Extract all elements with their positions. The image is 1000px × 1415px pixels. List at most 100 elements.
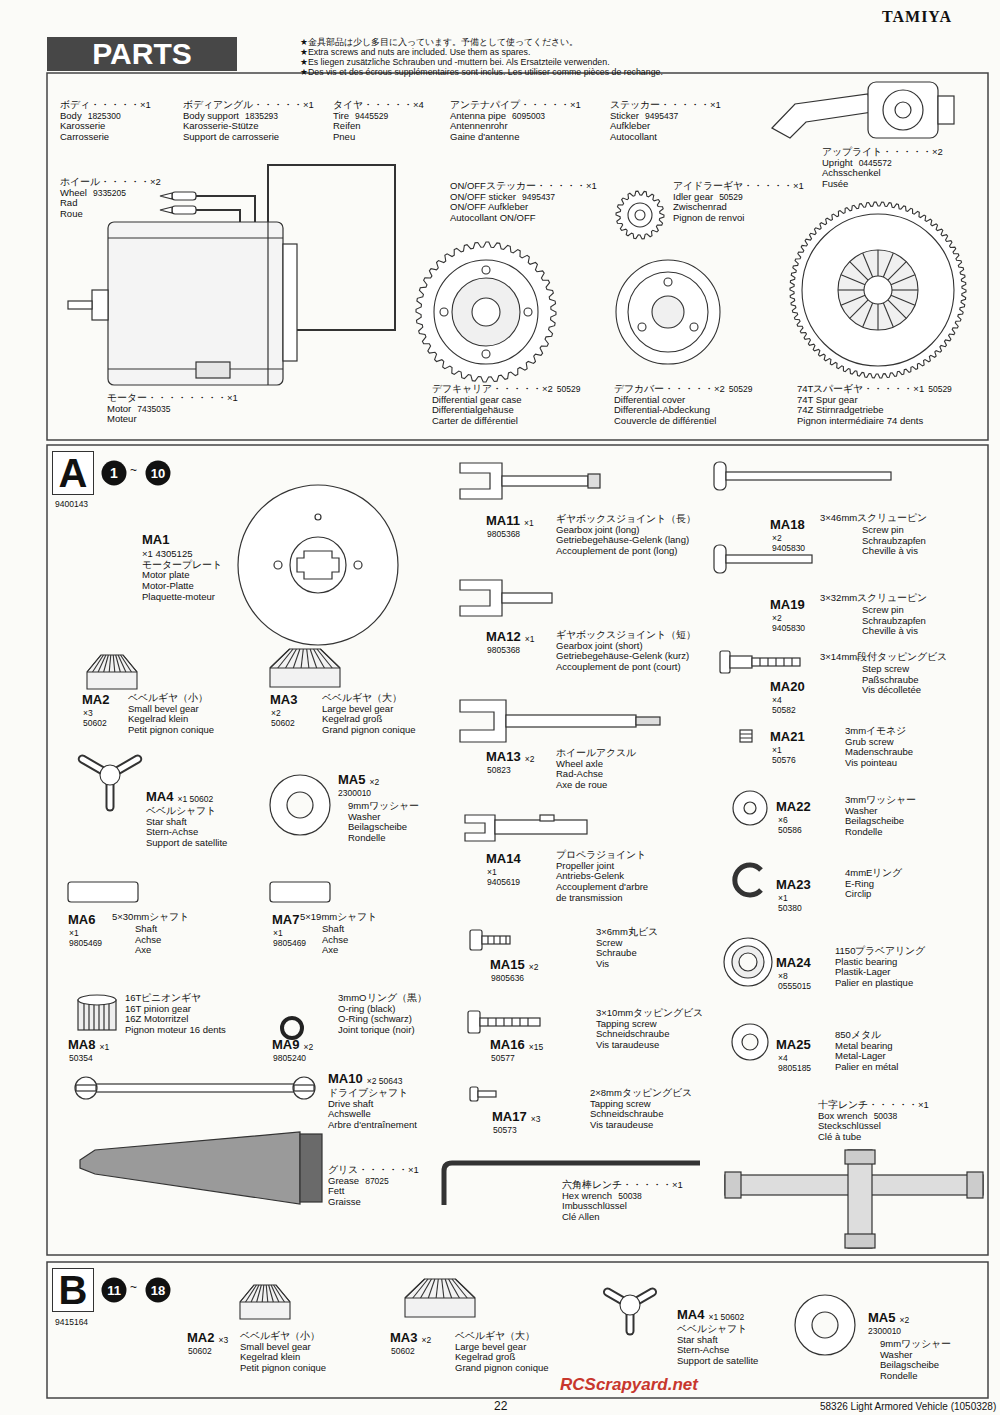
part-label: Reifen — [333, 121, 360, 131]
part-drawing — [290, 537, 346, 593]
part-label: Arbre d'entraînement — [328, 1120, 417, 1130]
part-label: Rad — [60, 198, 77, 208]
step-circle-shape — [102, 1278, 127, 1303]
part-label: Metal-Lager — [835, 1051, 886, 1061]
part-drawing — [472, 298, 500, 326]
part-label: プロペラジョイント — [556, 850, 646, 860]
part-label: ON/OFF sticker — [450, 192, 516, 202]
watermark: RCScrapyard.net — [560, 1376, 698, 1395]
part-drawing — [276, 1285, 290, 1302]
part-label: Getriebegehäuse-Gelenk (kurz) — [556, 651, 689, 661]
part-drawing — [482, 350, 490, 358]
part-drawing — [160, 193, 172, 199]
part-label: Rad-Achse — [556, 769, 603, 779]
part-drawing — [620, 1295, 640, 1315]
part-drawing — [84, 1004, 109, 1030]
part-label: Rondelle — [845, 827, 883, 837]
pinion-drawing — [78, 995, 116, 1030]
part-drawing — [742, 1034, 758, 1050]
part-label: Upright — [822, 158, 853, 168]
part-label: Palier en métal — [835, 1062, 898, 1072]
part-label: 50529 — [557, 385, 581, 394]
part-label: Achse — [322, 935, 348, 945]
part-label: 9335205 — [93, 189, 126, 198]
part-code: MA7 — [272, 913, 299, 927]
part-label: 58326 Light Armored Vehicle (1050328) — [820, 1401, 996, 1412]
part-drawing — [283, 244, 297, 361]
step-circle-shape — [102, 461, 127, 486]
part-label: Beilagscheibe — [880, 1360, 939, 1370]
part-drawing — [267, 222, 268, 385]
part-label: 50529 — [928, 385, 952, 394]
part-drawing — [172, 206, 196, 214]
part-drawing — [113, 655, 115, 672]
part-code: MA10 — [328, 1072, 363, 1086]
part-label: 十字レンチ・・・・・×1 — [818, 1100, 929, 1110]
part-drawing — [301, 649, 303, 668]
part-drawing — [838, 289, 864, 290]
part-label: 3×32mmスクリューピン — [820, 593, 927, 603]
part-label: 850メタル — [835, 1030, 881, 1040]
part-drawing — [802, 214, 954, 366]
part-drawing — [460, 463, 502, 499]
part-label: Body support — [183, 111, 239, 121]
part-code: MA5 — [338, 773, 365, 787]
heading-text: B — [59, 1270, 88, 1310]
step-number: 10 — [145, 460, 171, 486]
part-label: Star shaft — [677, 1335, 718, 1345]
part-label: 9805469 — [273, 939, 306, 948]
part-label: 50529 — [729, 385, 753, 394]
part-drawing — [616, 191, 664, 239]
part-label: 50573 — [493, 1126, 517, 1135]
part-drawing — [460, 580, 502, 616]
part-label: ×3 — [83, 709, 93, 718]
part-drawing — [160, 207, 172, 213]
part-label: Petit pignon conique — [240, 1363, 326, 1373]
part-drawing — [850, 300, 868, 318]
part-drawing — [68, 82, 983, 1355]
part-label: Axe de roue — [556, 780, 607, 790]
part-drawing — [877, 250, 878, 276]
part-label: Step screw — [862, 664, 909, 674]
part-label: Support de satellite — [677, 1356, 758, 1366]
part-label: Gearbox joint (long) — [556, 525, 639, 535]
part-label: Washer — [845, 806, 877, 816]
part-label: Antenna pipe — [450, 111, 506, 121]
part-drawing — [307, 649, 309, 668]
part-label: 9mmワッシャー — [348, 801, 419, 811]
part-drawing — [195, 210, 240, 222]
part-code: MA19 — [770, 598, 805, 612]
part-label: Plaquette-moteur — [142, 592, 215, 602]
part-drawing — [726, 472, 891, 480]
part-drawing — [772, 94, 872, 138]
part-label: Stern-Achse — [146, 827, 198, 837]
part-label: Schraubzapfen — [862, 616, 926, 626]
step-number: 1 — [101, 460, 127, 486]
part-label: Grease — [328, 1176, 359, 1186]
part-label: Joint torique (noir) — [338, 1025, 415, 1035]
part-label: Kegelrad klein — [240, 1352, 300, 1362]
part-label: ×1 4305125 — [142, 549, 192, 559]
part-label: ドライブシャフト — [328, 1088, 408, 1098]
part-label: Vis pointeau — [845, 758, 897, 768]
part-label: Vis taraudeuse — [596, 1040, 659, 1050]
part-label: ギヤボックスジョイント（短） — [556, 630, 696, 640]
part-label: Tire — [333, 111, 349, 121]
drive-shaft-drawing — [75, 1077, 315, 1099]
part-drawing — [240, 1285, 290, 1319]
part-label: 50602 — [188, 1347, 212, 1356]
step-number-text: 10 — [151, 467, 165, 480]
part-drawing — [172, 192, 196, 200]
part-label: ×2 — [772, 614, 782, 623]
part-drawing — [636, 717, 660, 725]
part-drawing — [891, 295, 915, 305]
part-code: MA22 — [776, 800, 811, 814]
part-label: 3×6mm丸ビス — [596, 927, 658, 937]
part-code: MA13 — [486, 750, 521, 764]
part-label: 9805368 — [487, 646, 520, 655]
part-drawing — [468, 1011, 480, 1033]
gear-drawings — [82, 191, 966, 1331]
part-label: Pneu — [333, 132, 355, 142]
part-drawing — [104, 655, 109, 672]
part-label: Shaft — [135, 924, 157, 934]
